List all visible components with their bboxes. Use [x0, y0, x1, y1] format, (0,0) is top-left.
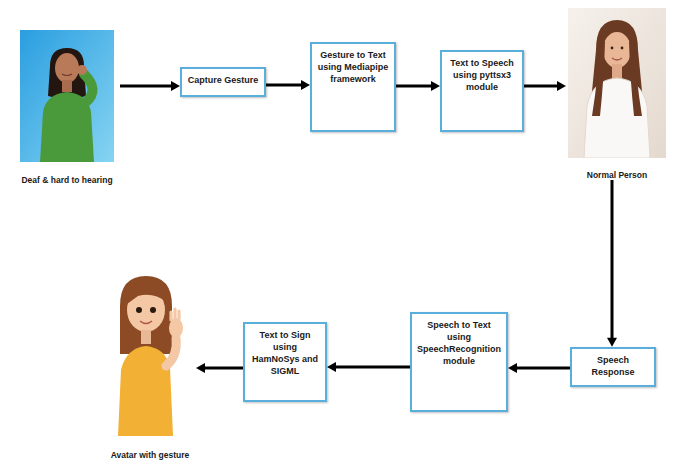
- person-node: Deaf & hard to hearing: [14, 30, 120, 185]
- flow-arrow: [196, 363, 243, 373]
- avatar-figure: [108, 256, 188, 436]
- box-label: Text to Speech using pyttsx3 module: [446, 57, 518, 93]
- process-box: Speech Response: [570, 347, 656, 387]
- flow-arrow: [508, 363, 570, 373]
- arrow-line: [524, 85, 558, 88]
- arrow-head: [196, 363, 205, 373]
- box-label: Capture Gesture: [186, 74, 260, 86]
- box-label: Speech Response: [576, 354, 650, 378]
- arrow-head: [557, 81, 566, 91]
- arrow-line: [266, 84, 302, 87]
- deaf-person-photo: [20, 30, 114, 162]
- avatar-node: Avatar with gesture: [104, 254, 196, 460]
- arrow-line: [335, 366, 410, 369]
- process-box: Text to Sign using HamNoSys and SIGML: [243, 322, 327, 402]
- arrow-line: [396, 85, 432, 88]
- arrow-line: [516, 367, 570, 370]
- normal-person-photo: [568, 8, 666, 158]
- box-label: Speech to Text using SpeechRecognition m…: [416, 319, 502, 368]
- arrow-head: [171, 81, 180, 91]
- process-box: Text to Speech using pyttsx3 module: [440, 50, 524, 132]
- arrow-head: [327, 362, 336, 372]
- arrow-head: [431, 81, 440, 91]
- arrow-head: [607, 338, 617, 347]
- figure-label: Avatar with gesture: [110, 450, 191, 460]
- person-node: Normal Person: [566, 8, 668, 180]
- arrow-head: [301, 80, 310, 90]
- process-box: Capture Gesture: [180, 67, 266, 97]
- flow-arrow: [266, 80, 310, 90]
- box-label: Gesture to Text using Mediapipe framewor…: [316, 49, 390, 85]
- arrow-line: [204, 367, 243, 370]
- figure-label: Normal Person: [586, 170, 648, 180]
- flow-arrow: [120, 81, 180, 91]
- flow-arrow: [607, 180, 617, 347]
- process-box: Gesture to Text using Mediapipe framewor…: [310, 42, 396, 132]
- arrow-head: [508, 363, 517, 373]
- flow-arrow: [524, 81, 566, 91]
- process-box: Speech to Text using SpeechRecognition m…: [410, 312, 508, 412]
- arrow-line: [120, 85, 172, 88]
- figure-label: Deaf & hard to hearing: [20, 175, 113, 185]
- box-label: Text to Sign using HamNoSys and SIGML: [249, 329, 321, 378]
- arrow-line: [611, 180, 614, 339]
- flow-arrow: [327, 362, 410, 372]
- flow-arrow: [396, 81, 440, 91]
